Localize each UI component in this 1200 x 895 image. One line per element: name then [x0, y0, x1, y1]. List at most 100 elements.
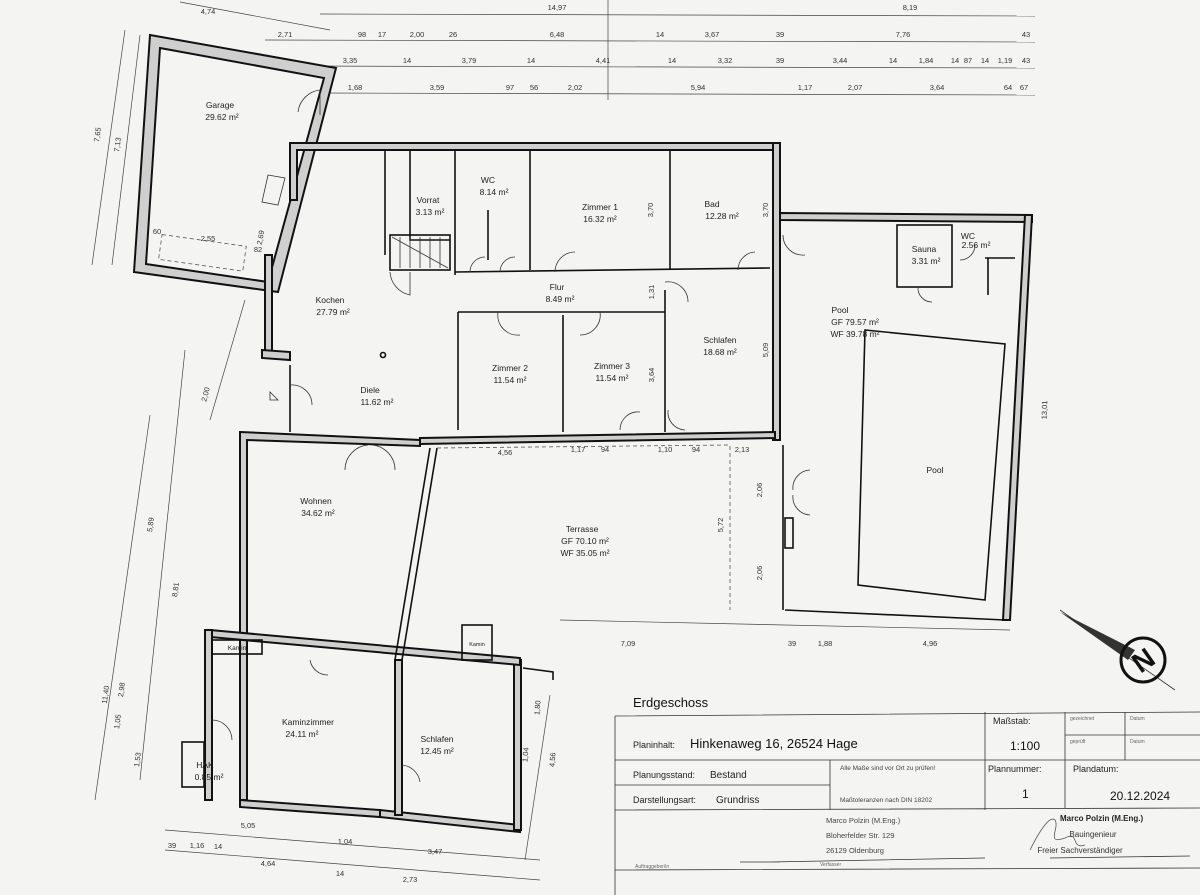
dim-label: 2,00: [199, 386, 211, 402]
room-name: Flur: [550, 282, 565, 292]
room-area: 27.79 m²: [316, 307, 350, 317]
verfasser-street: Bloherfelder Str. 129: [826, 831, 894, 840]
dim-label: 39: [776, 30, 784, 39]
dim-label: 3,67: [705, 30, 720, 39]
room-name: Pool: [831, 305, 848, 315]
dim-label: 7,76: [896, 30, 911, 39]
room-name: Wohnen: [300, 496, 332, 506]
dim-label: 60: [153, 227, 161, 236]
dim-label: 1,10: [658, 445, 673, 454]
room-kaminzimmer: Kaminzimmer 24.11 m²: [282, 717, 334, 739]
dim-label: 8,19: [903, 3, 918, 12]
dim-label: 14: [214, 842, 222, 851]
terrace: [181, 444, 1011, 861]
dim-label: 4,41: [596, 56, 611, 65]
room-schlafen: Schlafen 18.68 m²: [703, 335, 737, 357]
dimension-labels-top: 4,74 14,97 8,19 2,71 98 17 2,00 26 6,48 …: [201, 3, 1030, 92]
dim-label: 3,47: [428, 847, 443, 856]
dim-label: 2,13: [735, 445, 750, 454]
dim-label: 39: [168, 841, 176, 850]
dim-label: 2,73: [403, 875, 418, 884]
plannummer-value: 1: [1022, 787, 1029, 801]
dim-label: 1,19: [998, 56, 1013, 65]
dim-label: 43: [1022, 56, 1030, 65]
north-label: N: [1126, 642, 1160, 679]
note-tolerances: Maßtoleranzen nach DIN 18202: [840, 797, 933, 804]
dim-label: 1,31: [647, 285, 656, 300]
interior-walls: [289, 150, 771, 432]
geprueft-label: geprüft: [1070, 739, 1086, 745]
darstellungsart-value: Grundriss: [716, 795, 759, 806]
dim-label: 1,88: [818, 639, 833, 648]
room-name: Kaminzimmer: [282, 717, 334, 727]
room-zimmer-3: Zimmer 3 11.54 m²: [594, 361, 630, 383]
auftraggeber-label: Auftraggeber/in: [635, 864, 669, 870]
dim-label: 94: [601, 445, 609, 454]
room-terrasse: Terrasse GF 70.10 m² WF 35.05 m²: [560, 524, 609, 558]
gezeichnet-label: gezeichnet: [1070, 716, 1095, 722]
planungsstand-value: Bestand: [710, 770, 747, 781]
dim-label: 2,98: [116, 682, 127, 698]
dim-label: 4,74: [201, 7, 216, 16]
room-gf: GF 70.10 m²: [561, 536, 609, 546]
dim-label: 3,70: [646, 203, 655, 218]
room-sauna: Sauna 3.31 m²: [912, 244, 941, 266]
room-name: Terrasse: [566, 524, 599, 534]
room-bad: Bad 12.28 m²: [704, 199, 739, 221]
datum-label: Datum: [1130, 739, 1145, 745]
plandatum-value: 20.12.2024: [1110, 789, 1170, 803]
room-name: Zimmer 1: [582, 202, 618, 212]
room-vorrat: Vorrat 3.13 m²: [416, 195, 445, 217]
dim-label: 1,04: [338, 837, 353, 846]
room-wf: WF 39.78 m²: [830, 329, 879, 339]
dim-label: 3,44: [833, 56, 848, 65]
dim-label: 82: [254, 245, 262, 254]
room-name: WC: [481, 175, 495, 185]
dim-label: 97: [506, 83, 514, 92]
signature: [1029, 818, 1086, 851]
title-block: Erdgeschoss Planinhalt: Hinkenaweg 16, 2…: [614, 695, 1200, 895]
dim-label: 1,17: [571, 445, 586, 454]
verfasser-label: Verfasser: [820, 862, 841, 868]
room-labels: Garage 29.62 m² Vorrat 3.13 m² WC 8.14 m…: [195, 100, 991, 782]
room-name: Pool: [926, 465, 943, 475]
room-area: 3.31 m²: [912, 256, 941, 266]
room-area: 8.14 m²: [480, 187, 509, 197]
plandatum-label: Plandatum:: [1073, 764, 1119, 774]
dim-label: 14: [951, 56, 959, 65]
planinhalt-label: Planinhalt:: [633, 740, 675, 750]
planungsstand-label: Planungsstand:: [633, 770, 695, 780]
room-hak: HAK 0.85 m²: [195, 760, 224, 782]
stamp-title-2: Freier Sachverständiger: [1037, 846, 1123, 855]
stamp-name: Marco Polzin (M.Eng.): [1060, 814, 1143, 823]
dim-label: 2,55: [201, 234, 216, 243]
dim-label: 2,06: [755, 483, 764, 498]
dim-label: 4,96: [923, 639, 938, 648]
pool-annex: [779, 211, 1034, 621]
room-wohnen: Wohnen 34.62 m²: [300, 496, 335, 518]
pool-basin: Pool: [926, 465, 943, 475]
dim-label: 6,48: [550, 30, 565, 39]
room-area: 11.62 m²: [361, 397, 394, 407]
room-area: 18.68 m²: [703, 347, 737, 357]
dim-label: 14: [668, 56, 676, 65]
room-area: 24.11 m²: [286, 729, 319, 739]
room-name: Vorrat: [417, 195, 440, 205]
dim-label: 11,40: [100, 685, 111, 704]
dim-label: 5,09: [761, 343, 770, 358]
room-garage: Garage 29.62 m²: [205, 100, 239, 122]
dimension-labels-interior: 4,56 1,17 94 1,10 94 2,13 7,09 39 1,88 4…: [153, 203, 1049, 768]
dim-label: 2,07: [848, 83, 863, 92]
dim-label: 1,84: [919, 56, 934, 65]
dim-label: 2,06: [755, 566, 764, 581]
doors: [211, 89, 976, 783]
dim-label: 2,71: [278, 30, 293, 39]
dim-label: 17: [378, 30, 386, 39]
room-name: Zimmer 3: [594, 361, 630, 371]
dim-label: 13,01: [1040, 400, 1050, 419]
dim-label: 5,94: [691, 83, 706, 92]
room-area: 0.85 m²: [195, 772, 224, 782]
note-check-dimensions: Alle Maße sind vor Ort zu prüfen!: [840, 765, 936, 772]
dim-label: 2,00: [410, 30, 425, 39]
dim-label: 1,53: [132, 752, 143, 768]
